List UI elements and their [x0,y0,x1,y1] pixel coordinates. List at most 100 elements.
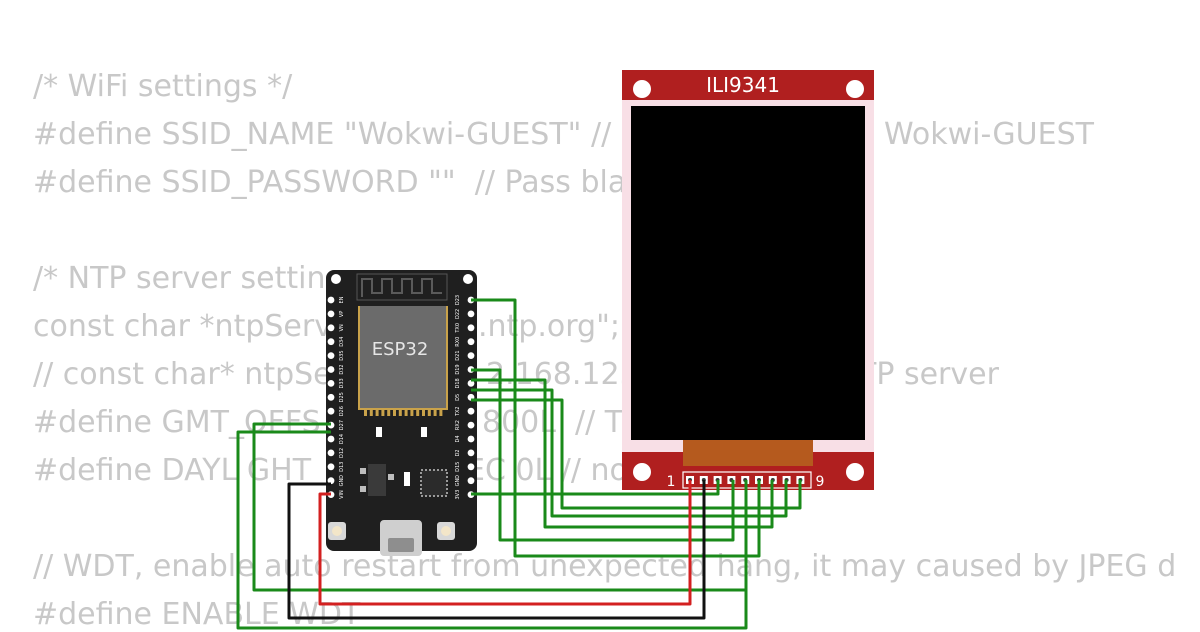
esp32-left-pin-label: D27 [339,420,345,430]
wire-black[interactable] [287,480,706,620]
display-screen [631,106,865,440]
esp32-left-pin[interactable] [327,435,335,443]
esp32-right-pin[interactable] [467,407,475,415]
wire-green[interactable] [471,480,720,496]
esp32-right-pin-label: D2 [455,449,461,456]
esp32-right-pin[interactable] [467,310,475,318]
esp32-right-pin-label: D21 [455,350,461,360]
esp32-right-pin-label: TX0 [455,323,461,334]
esp32-left-pin-label: D34 [339,337,345,347]
code-line-ntp-server-tail: .ntp.org"; [478,309,621,344]
esp32-left-pin-label: D25 [339,392,345,402]
wire-green[interactable] [471,388,788,518]
esp32-right-pin[interactable] [467,352,475,359]
chip-pad [381,410,385,416]
esp32-left-pin[interactable] [327,380,335,387]
mount-hole-icon [846,463,864,481]
esp32-right-pin-label: GND [455,475,461,487]
esp32-left-pin-label: D14 [339,434,345,444]
esp32-right-pin[interactable] [467,463,475,471]
wire-green[interactable] [471,398,802,510]
esp32-left-pin-label: D12 [339,448,345,458]
esp32-right-pin-label: D15 [455,462,461,472]
esp32-right-pin[interactable] [467,324,475,332]
esp32-left-pin[interactable] [327,393,335,401]
code-line-ntp-server-alt-tail: TP server [858,357,999,392]
code-line-ntp-server-alt: // const char* ntpSe [33,357,332,392]
esp32-left-pin[interactable] [327,366,335,373]
usb-socket-icon [388,538,414,552]
esp32-left-pin-label: VP [339,311,345,317]
wire-green[interactable] [236,430,748,630]
esp32-right-pin-label: D19 [455,364,461,374]
voltage-regulator [368,464,386,496]
esp32-right-pin[interactable] [467,421,475,429]
code-line-ntp-server-alt-mid: 2.168.123 [486,357,639,392]
esp32-left-pin-label: D26 [339,406,345,416]
esp32-left-pin[interactable] [327,338,335,346]
esp32-right-pin[interactable] [467,338,475,346]
esp32-right-pin-label: D4 [455,435,461,442]
esp32-left-pin-label: D35 [339,350,345,360]
esp32-chip-label: ESP32 [372,339,429,360]
display-pin-last-label: 9 [816,474,825,490]
display-title: ILI9341 [706,73,780,97]
code-line-wifi-comment: /* WiFi settings */ [33,69,293,104]
esp32-right-pin[interactable] [467,435,475,443]
esp32-board[interactable]: ESP32 ENVPVND34D35D32D33D25D26D27D14D12D… [326,270,477,556]
esp32-right-pin-label: RX2 [455,420,461,430]
chip-pad [393,410,396,416]
wire-green[interactable] [471,378,774,529]
wires [236,298,802,630]
button-cap-icon [441,526,451,536]
esp32-left-pin-label: D33 [339,378,345,388]
wire-green[interactable] [471,368,735,542]
chip-pad [398,410,402,416]
code-line-ntp-server: const char *ntpServ [33,309,332,344]
ili9341-display[interactable]: ILI9341 1 9 [622,70,874,490]
code-line-ssid-name-tail: Wokwi-GUEST [884,117,1094,152]
code-line-ntp-comment: /* NTP server settin [33,261,326,296]
led-resistor [376,427,382,437]
esp32-left-pin[interactable] [327,477,335,485]
button-cap-icon [332,526,342,536]
esp32-left-pin[interactable] [327,296,335,304]
esp32-chip-pads [364,410,443,416]
esp32-left-pin[interactable] [327,324,335,332]
esp32-left-pin[interactable] [327,449,335,457]
esp32-right-pin[interactable] [467,449,475,457]
wire-red[interactable] [318,480,692,606]
code-line-gmt-offset: #define GMT_OFFS [33,405,321,440]
esp32-right-pin-label: D5 [455,394,461,401]
smd-component [404,472,410,486]
chip-pad [369,410,373,416]
mount-hole-icon [463,274,473,284]
regulator-pin [388,474,394,480]
mount-hole-icon [633,80,651,98]
esp32-right-pin[interactable] [467,380,475,387]
chip-pad [433,410,437,416]
esp32-pins-left[interactable]: ENVPVND34D35D32D33D25D26D27D14D12D13GNDV… [327,296,345,499]
display-flex-cable [683,440,813,466]
esp32-left-pin[interactable] [327,310,335,318]
wire-green[interactable] [471,298,761,558]
esp32-right-pin-label: TX2 [455,406,461,417]
chip-pad [375,410,379,416]
esp32-right-pin[interactable] [467,477,475,485]
esp32-left-pin-label: VIN [339,490,345,499]
esp32-left-pin[interactable] [327,407,335,415]
regulator-pin [360,468,366,474]
chip-pad [364,410,367,416]
esp32-right-pin-label: RX0 [455,337,461,347]
esp32-left-pin-label: D13 [339,462,345,472]
esp32-left-pin[interactable] [327,352,335,359]
code-line-enable-wdt: #define ENABLE WDT [33,597,361,632]
esp32-right-pin-label: D22 [455,309,461,319]
usb-uart-chip [420,469,448,497]
esp32-left-pin[interactable] [327,463,335,471]
antenna-trace-icon [361,278,442,297]
esp32-right-pin-label: 3V3 [455,490,461,500]
chip-pad [387,410,391,416]
esp32-right-pin-label: D18 [455,378,461,388]
